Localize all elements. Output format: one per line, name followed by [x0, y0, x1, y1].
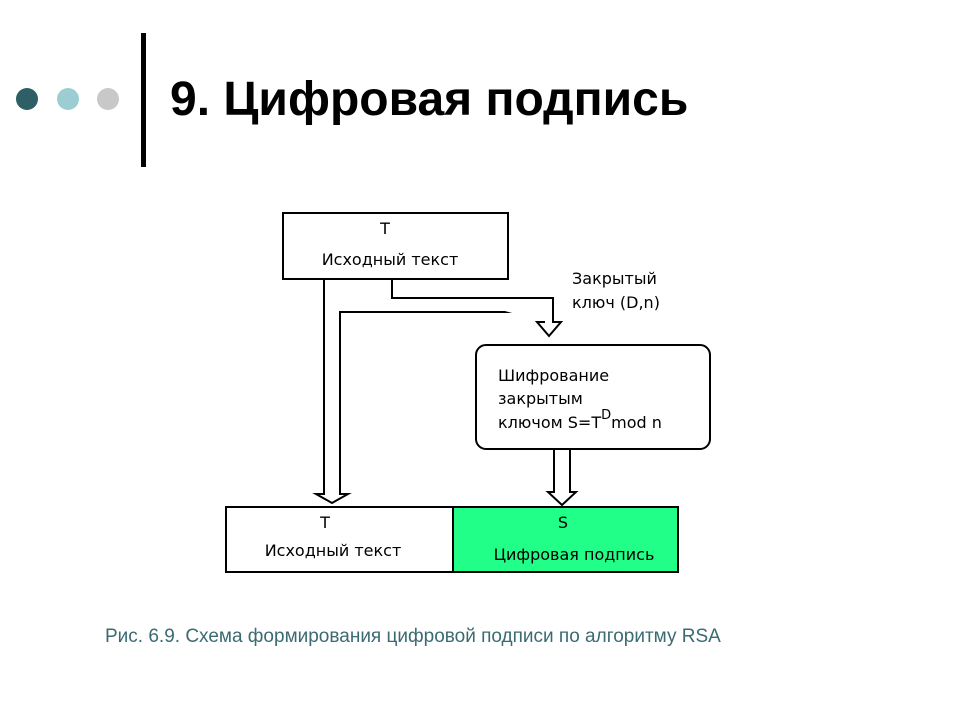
- signature-label: Цифровая подпись: [494, 545, 655, 564]
- result-text-label: Исходный текст: [265, 541, 402, 560]
- result-text-symbol: T: [319, 513, 330, 532]
- encrypt-formula-prefix: ключом S=T: [498, 413, 601, 432]
- encrypt-box: [475, 344, 711, 450]
- encrypt-line2: закрытым: [498, 389, 583, 408]
- source-text-box: [282, 212, 509, 280]
- source-label: Исходный текст: [322, 250, 459, 269]
- bullet-dot-mid: [57, 88, 79, 110]
- arrow-encrypt-to-signature: [545, 450, 579, 507]
- signature-symbol: S: [558, 513, 568, 532]
- private-key-label-line1: Закрытый: [572, 269, 657, 288]
- arrow-source-to-encrypt: [391, 280, 564, 338]
- encrypt-formula-suffix: mod n: [611, 413, 662, 432]
- result-text-box: [225, 506, 454, 573]
- title-divider: [141, 33, 146, 167]
- bullet-dot-dark: [16, 88, 38, 110]
- bullet-dot-light: [97, 88, 119, 110]
- encrypt-formula-superscript: D: [601, 408, 611, 423]
- private-key-label-line2: ключ (D,n): [572, 293, 660, 312]
- encrypt-formula: ключом S=TDmod n: [498, 408, 662, 432]
- figure-caption: Рис. 6.9. Схема формирования цифровой по…: [105, 626, 721, 647]
- slide-title: 9. Цифровая подпись: [170, 73, 689, 126]
- result-signature-box: [452, 506, 679, 573]
- encrypt-line1: Шифрование: [498, 366, 609, 385]
- source-symbol: T: [379, 219, 390, 238]
- arrow-source-to-result: [312, 280, 546, 505]
